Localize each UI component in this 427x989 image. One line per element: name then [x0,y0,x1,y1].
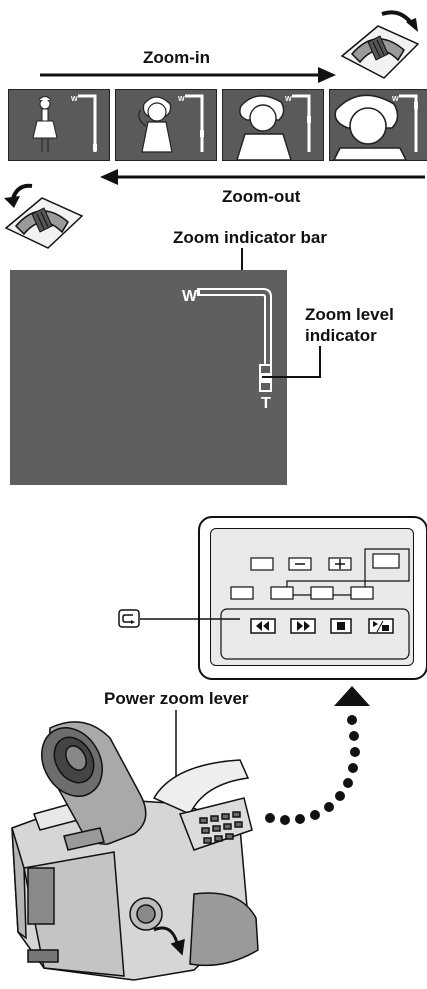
loop-icon [118,609,140,629]
button-blank-6[interactable] [351,587,373,599]
stop-icon [337,622,345,630]
zoom-lever-tele-icon [338,4,423,82]
level-indicator-leader-line [262,344,322,380]
svg-text:W: W [71,96,78,103]
zoom-level-indicator-label-1: Zoom level [305,305,394,325]
zoom-out-label: Zoom-out [222,187,300,207]
camcorder-illustration [4,718,304,986]
play-pause-button[interactable] [369,619,393,633]
button-blank-5[interactable] [311,587,333,599]
button-blank-4[interactable] [271,587,293,599]
svg-text:W: W [285,96,292,103]
button-blank-2[interactable] [373,554,399,568]
button-blank-1[interactable] [251,558,273,570]
zoom-frame-3: W [222,89,324,161]
wide-mark: W [182,288,198,305]
zoom-lever-wide-icon [2,172,87,250]
zoom-frame-4: W [329,89,427,161]
zoom-frame-1: W [8,89,110,161]
zoom-in-arrow [40,64,340,86]
power-zoom-lever-label: Power zoom lever [104,689,249,709]
loop-leader-line [140,617,240,621]
zoom-frame-2: W [115,89,217,161]
svg-text:W: W [178,96,185,103]
control-panel-inner [210,528,414,666]
zoom-out-arrow [98,166,425,188]
svg-text:W: W [392,96,399,103]
zoom-indicator-bar-label: Zoom indicator bar [173,228,327,248]
viewfinder-screen: W T [10,270,287,485]
zoom-level-indicator-label-2: indicator [305,326,377,346]
tele-mark: T [261,395,271,412]
button-blank-3[interactable] [231,587,253,599]
control-panel [198,516,427,680]
